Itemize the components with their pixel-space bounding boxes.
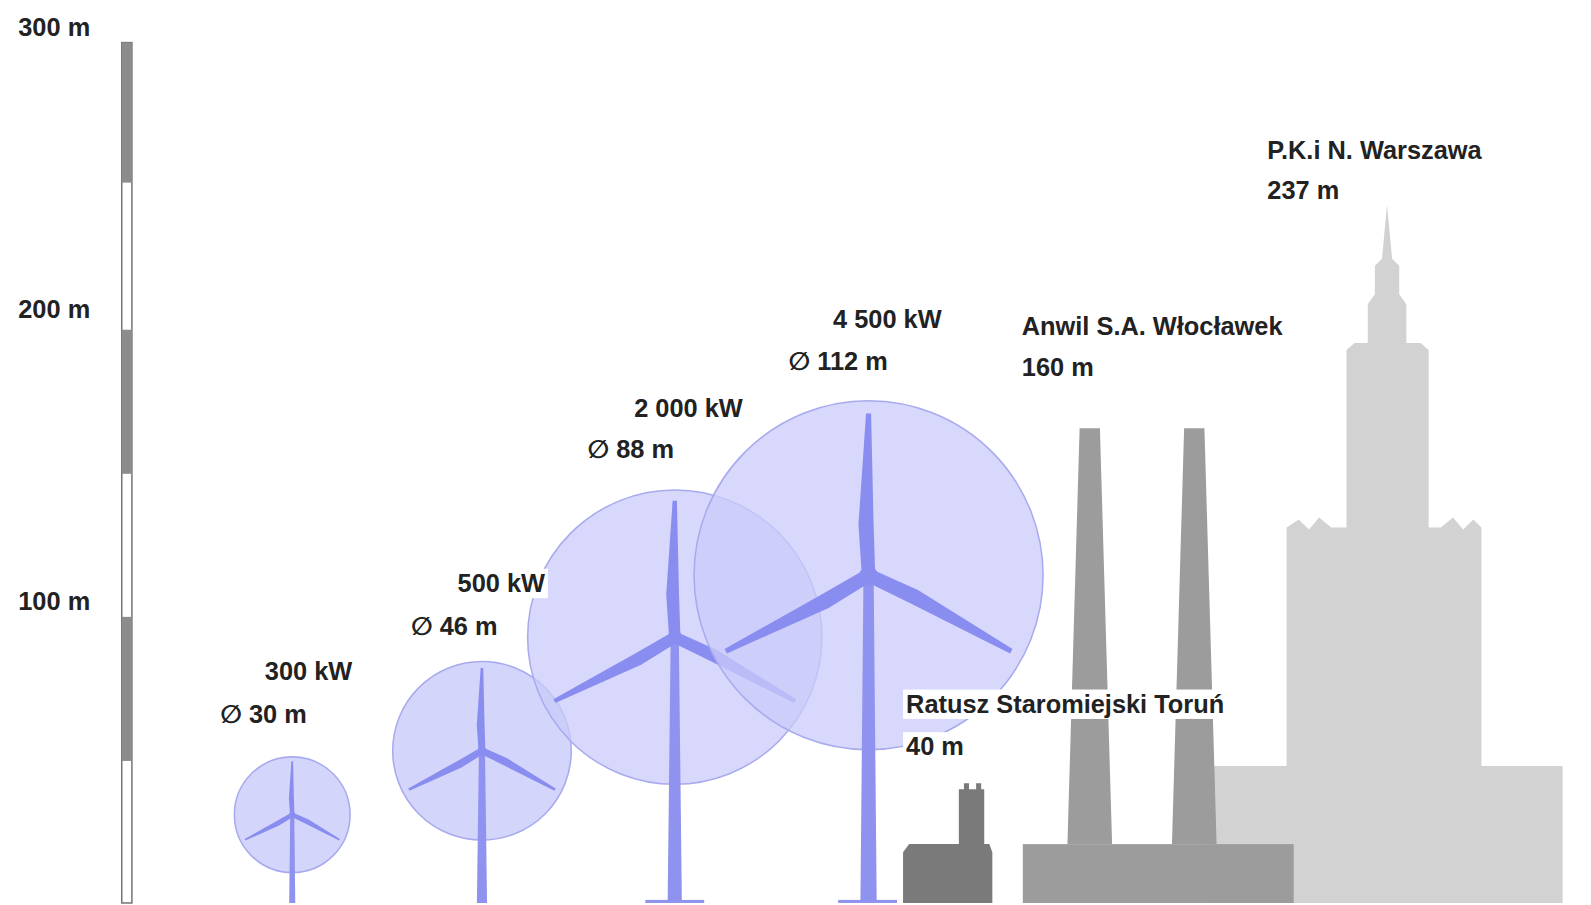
palace-silhouette [1207, 205, 1562, 903]
scale-tick-label: 100 m [15, 587, 93, 616]
town-hall-silhouette [903, 783, 992, 903]
height-scale [122, 43, 132, 903]
caption-label: ∅ 88 m [584, 435, 677, 464]
caption-label: ∅ 30 m [217, 700, 310, 729]
caption-label: ∅ 112 m [785, 347, 890, 376]
caption-label: 300 kW [262, 657, 356, 686]
caption-label: P.K.i N. Warszawa [1264, 136, 1484, 165]
caption-label: 40 m [903, 732, 967, 761]
caption-label: ∅ 46 m [408, 611, 501, 640]
scale-tick-label: 200 m [15, 295, 93, 324]
turbine-4500kw [694, 401, 1043, 903]
chimneys-silhouette [1023, 428, 1294, 903]
caption-label: 500 kW [455, 569, 549, 598]
caption-label: Anwil S.A. Włocławek [1019, 312, 1286, 341]
caption-label: 4 500 kW [830, 305, 945, 334]
caption-label: 237 m [1264, 176, 1342, 205]
caption-label: 160 m [1019, 353, 1097, 382]
caption-label: 2 000 kW [631, 393, 746, 422]
caption-label: Ratusz Staromiejski Toruń [903, 690, 1227, 719]
scale-tick-label: 300 m [15, 13, 93, 42]
turbine-300kw [234, 757, 350, 903]
